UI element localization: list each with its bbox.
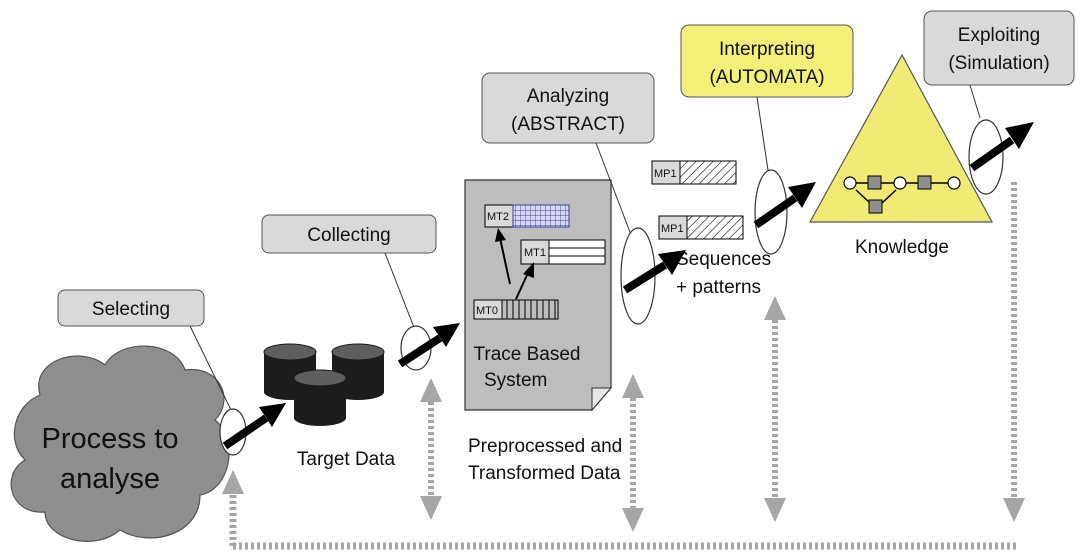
mt2-trace-grid bbox=[512, 204, 570, 228]
interpreting-label-line2: (AUTOMATA) bbox=[709, 67, 824, 88]
vertical-dashed-arrow-3 bbox=[764, 296, 786, 522]
automaton-transition-1 bbox=[867, 175, 882, 190]
step-interpreting: Interpreting (AUTOMATA) bbox=[680, 24, 854, 255]
automaton-graph bbox=[843, 175, 961, 214]
mt0-to-mt2-arrow bbox=[499, 237, 511, 285]
collecting-arrowhead bbox=[433, 323, 460, 347]
collecting-label: Collecting bbox=[307, 225, 390, 246]
collecting-arrow-shaft bbox=[397, 334, 443, 368]
trace-document-fold bbox=[591, 387, 613, 412]
analyzing-leader-line bbox=[595, 142, 634, 241]
mt1-label: MT1 bbox=[524, 247, 546, 259]
feedback-arrowhead-up bbox=[222, 470, 244, 494]
automaton-transition-2 bbox=[917, 175, 932, 190]
analyzing-label-line2: (ABSTRACT) bbox=[511, 114, 625, 135]
mt0-trace-bar bbox=[501, 299, 559, 320]
target-data-label: Target Data bbox=[297, 449, 396, 470]
preprocessed-label-line1: Preprocessed and bbox=[468, 436, 622, 457]
mt0-to-mt1-arrow bbox=[515, 272, 529, 300]
exploiting-arrowhead bbox=[1005, 122, 1034, 149]
selecting-leader-line bbox=[189, 325, 233, 413]
pattern-mp1-bottom: MP1 bbox=[658, 215, 744, 240]
pattern-mp1-top: MP1 bbox=[651, 160, 737, 185]
mp1-bottom-label: MP1 bbox=[661, 223, 684, 235]
exploiting-leader-line bbox=[969, 84, 981, 119]
mt1-trace-bar bbox=[548, 239, 606, 265]
feedback-loop bbox=[222, 470, 1016, 550]
mt0-label: MT0 bbox=[476, 305, 498, 317]
sequences-label-line1: Sequences bbox=[676, 249, 771, 270]
process-label-line2: analyse bbox=[60, 463, 160, 495]
process-label-line1: Process to bbox=[42, 423, 179, 455]
interpreting-label-line1: Interpreting bbox=[719, 39, 815, 60]
preprocessed-label-line2: Transformed Data bbox=[468, 463, 621, 484]
step-collecting: Collecting bbox=[261, 214, 460, 371]
exploiting-label-line2: (Simulation) bbox=[948, 53, 1049, 74]
automaton-transition-3 bbox=[868, 199, 883, 214]
analyzing-arrow-shaft bbox=[622, 261, 668, 294]
automaton-state-1 bbox=[843, 176, 857, 190]
interpreting-leader-line bbox=[756, 96, 769, 171]
analyzing-label-line1: Analyzing bbox=[527, 86, 609, 107]
target-data-cylinders: Target Data bbox=[263, 343, 396, 470]
step-analyzing: Analyzing (ABSTRACT) bbox=[481, 72, 686, 325]
knowledge-label: Knowledge bbox=[855, 237, 949, 258]
collecting-leader-line bbox=[384, 252, 416, 331]
sequences-label-line2: + patterns bbox=[676, 277, 761, 298]
mt2-label: MT2 bbox=[487, 211, 509, 223]
vertical-dashed-arrow-2 bbox=[622, 374, 644, 532]
interpreting-arrowhead bbox=[788, 182, 816, 208]
exploiting-arrow-shaft bbox=[969, 136, 1015, 172]
step-selecting: Selecting bbox=[57, 289, 286, 456]
selecting-label: Selecting bbox=[92, 299, 170, 320]
analyzing-lens bbox=[620, 227, 656, 325]
exploiting-label-line1: Exploiting bbox=[958, 25, 1040, 46]
selecting-arrow-shaft bbox=[222, 414, 269, 450]
vertical-dashed-arrow-4 bbox=[1003, 182, 1025, 522]
trace-label-line1: Trace Based bbox=[473, 344, 580, 365]
process-cloud: Process to analyse bbox=[10, 345, 230, 542]
automaton-state-3 bbox=[947, 176, 961, 190]
mt1-box bbox=[520, 239, 550, 265]
knowledge-triangle: Knowledge bbox=[808, 53, 994, 258]
trace-label-line2: System bbox=[484, 370, 547, 391]
automaton-state-2 bbox=[893, 176, 907, 190]
mp1-top-label: MP1 bbox=[654, 168, 677, 180]
trace-based-system: MT0 MT1 MT2 Trace Based System bbox=[464, 179, 613, 412]
step-exploiting: Exploiting (Simulation) bbox=[923, 10, 1075, 195]
cylinder-front bbox=[293, 369, 347, 426]
interpreting-arrow-shaft bbox=[753, 194, 798, 229]
vertical-dashed-arrow-1 bbox=[420, 378, 442, 520]
selecting-arrowhead bbox=[259, 403, 286, 427]
analyzing-arrowhead bbox=[658, 250, 686, 275]
